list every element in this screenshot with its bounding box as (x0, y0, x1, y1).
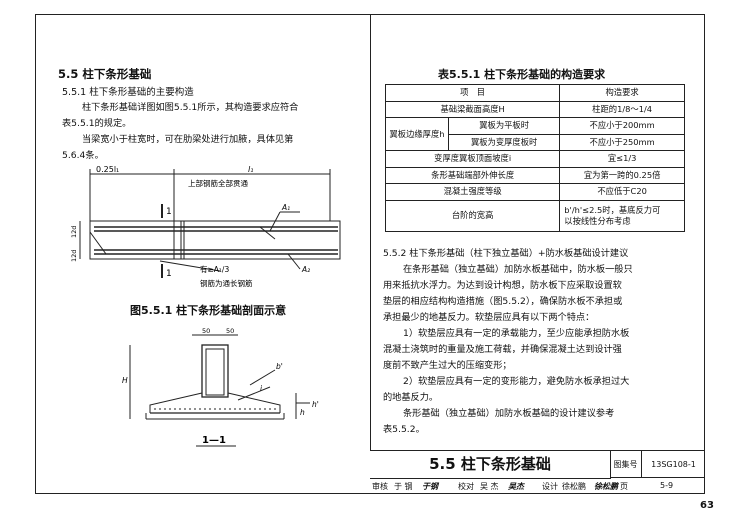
dim-span-label: l₁ (248, 166, 253, 174)
table-header-req: 构造要求 (559, 84, 685, 102)
title-block-main: 5.5 柱下条形基础 (370, 451, 611, 479)
table-header-row: 项 目 构造要求 (384, 84, 685, 102)
column-divider (370, 14, 371, 450)
label-a1: A₁ (281, 203, 290, 212)
left-paragraphs: 柱下条形基础详图如图5.5.1所示，其构造要求应符合 表5.5.1的规定。 当梁… (62, 100, 358, 164)
section-title: 5.5 柱下条形基础 (58, 67, 152, 81)
title-block-signature-row: 审核 于 钢 于钢 校对 吴 杰 吴杰 设计 徐松鹏 徐松鹏 页 5-9 (370, 478, 705, 495)
bottom-rebar-label-a: 有≥A₁/3 (200, 264, 229, 274)
table-cell-req: 不应低于C20 (559, 183, 685, 201)
right-line: 度前不致产生过大的压缩变形； (383, 360, 512, 371)
label-b-prime: b' (276, 362, 283, 371)
table-cell-req: 宜≤1/3 (559, 150, 685, 168)
table-cell-req: 柱距的1/8～1/4 (559, 100, 685, 118)
bottom-rebar-label-b: 钢筋为通长钢筋 (200, 278, 253, 288)
table-cell-req-b: 以按线性分布考虑 (564, 215, 631, 226)
label-h: h (300, 408, 305, 417)
table-cell-sub: 翼板为平板时 (447, 117, 561, 135)
dim-50-b: 50 (226, 327, 234, 335)
check-label: 校对 (458, 482, 474, 491)
table-row: 翼板为变厚度板时 不应小于250mm (386, 133, 685, 151)
page-number: 63 (700, 500, 714, 511)
table-cell-sub: 翼板为变厚度板时 (447, 133, 561, 151)
para2: 当梁宽小于柱宽时，可在肋梁处进行加腋，具体见第 (82, 134, 294, 145)
table-cell-item: 基础梁截面高度H (384, 100, 561, 118)
right-line: 表5.5.2。 (383, 424, 425, 435)
beam-elevation-figure: 0.25l₁ l₁ 上部钢筋全部贯通 A₁ A₂ 1 1 有≥A₁/3 钢筋为通… (70, 166, 341, 288)
right-line: 5.5.2 柱下条形基础（柱下独立基础）+防水板基础设计建议 (383, 248, 629, 259)
table-row: 变厚度翼板顶面坡度i 宜≤1/3 (384, 150, 685, 168)
right-line: 条形基础（独立基础）加防水板基础的设计建议参考 (403, 408, 615, 419)
right-line: 在条形基础（独立基础）加防水板基础中，防水板一般只 (403, 264, 633, 275)
design-name: 徐松鹏 (562, 482, 586, 491)
table-cell-item: 台阶的宽高 (384, 199, 561, 232)
right-line: 垫层的相应结构构造措施（图5.5.2），确保防水板不承担或 (383, 296, 623, 307)
table-row: 条形基础端部外伸长度 宜为第一跨的0.25倍 (384, 166, 685, 184)
atlas-label: 图集号 (610, 451, 642, 478)
table-cell-req-a: b'/h'≤2.5时，基底反力可 (564, 204, 661, 215)
atlas-number: 13SG108-1 (642, 451, 705, 478)
right-line: 承担最少的地基反力。软垫层应具有以下两个特点： (383, 312, 595, 323)
figure-caption: 图5.5.1 柱下条形基础剖面示意 (130, 304, 287, 317)
spec-table: 项 目 构造要求 基础梁截面高度H 柱距的1/8～1/4 翼板边缘厚度h 翼板为… (384, 84, 685, 232)
label-H: H (122, 376, 128, 385)
right-line: 用来抵抗水浮力。为达到设计构想，防水板下应采取设置软 (383, 280, 622, 291)
table-cell-item: 条形基础端部外伸长度 (384, 166, 561, 184)
section-1-1-label: 1—1 (202, 435, 226, 446)
label-a2: A₂ (301, 265, 310, 274)
label-i: i (260, 384, 263, 393)
right-line: 2）软垫层应具有一定的变形能力，避免防水板承担过大 (403, 376, 630, 387)
para2b: 5.6.4条。 (62, 150, 104, 161)
page-label: 页 (620, 482, 628, 491)
section-1-1-figure: 50 50 b' i H h h' 1—1 (122, 327, 319, 447)
right-line: 的地基反力。 (383, 392, 439, 403)
table-cell-req: 不应小于200mm (559, 117, 685, 135)
table-cell-item: 混凝土强度等级 (384, 183, 561, 201)
dim-50-a: 50 (202, 327, 210, 335)
right-paragraphs: 5.5.2 柱下条形基础（柱下独立基础）+防水板基础设计建议 在条形基础（独立基… (383, 246, 688, 438)
table-row: 混凝土强度等级 不应低于C20 (384, 183, 685, 201)
section-mark-top: 1 (166, 207, 172, 217)
para1: 柱下条形基础详图如图5.5.1所示，其构造要求应符合 (82, 102, 299, 113)
para1b: 表5.5.1的规定。 (62, 118, 132, 129)
top-rebar-label: 上部钢筋全部贯通 (188, 178, 248, 188)
table-header-item: 项 目 (384, 84, 561, 102)
table-row: 基础梁截面高度H 柱距的1/8～1/4 (384, 100, 685, 118)
design-signature: 徐松鹏 (594, 481, 618, 491)
table-cell-req: 不应小于250mm (559, 133, 685, 151)
title-block: 5.5 柱下条形基础 图集号 13SG108-1 审核 于 钢 于钢 校对 吴 … (370, 450, 705, 495)
dim-vert-b: 12d (70, 250, 78, 262)
table-row: 翼板边缘厚度h 翼板为平板时 不应小于200mm (385, 117, 685, 151)
table-cell-group: 翼板边缘厚度h (385, 117, 449, 151)
design-label: 设计 (542, 482, 558, 491)
check-name: 吴 杰 (480, 482, 499, 491)
table-cell-req: 宜为第一跨的0.25倍 (559, 166, 685, 184)
check-signature: 吴杰 (508, 481, 524, 491)
table-cell-item: 变厚度翼板顶面坡度i (384, 150, 561, 168)
label-h-prime: h' (312, 400, 319, 409)
review-name: 于 钢 (394, 482, 413, 491)
dim-left-label: 0.25l₁ (96, 166, 119, 174)
table-cell-req: b'/h'≤2.5时，基底反力可 以按线性分布考虑 (559, 199, 685, 232)
table-row: 台阶的宽高 b'/h'≤2.5时，基底反力可 以按线性分布考虑 (384, 199, 685, 232)
review-label: 审核 (372, 482, 388, 491)
section-mark-bottom: 1 (166, 269, 172, 279)
review-signature: 于钢 (422, 481, 438, 491)
right-line: 混凝土浇筑时的重量及施工荷载，并确保混凝土达到设计强 (383, 344, 622, 355)
sub-heading: 5.5.1 柱下条形基础的主要构造 (62, 87, 194, 98)
dim-vert-a: 12d (70, 226, 78, 238)
table-title: 表5.5.1 柱下条形基础的构造要求 (438, 68, 606, 81)
page-value: 5-9 (660, 481, 674, 490)
right-line: 1）软垫层应具有一定的承载能力，至少应能承担防水板 (403, 328, 630, 339)
